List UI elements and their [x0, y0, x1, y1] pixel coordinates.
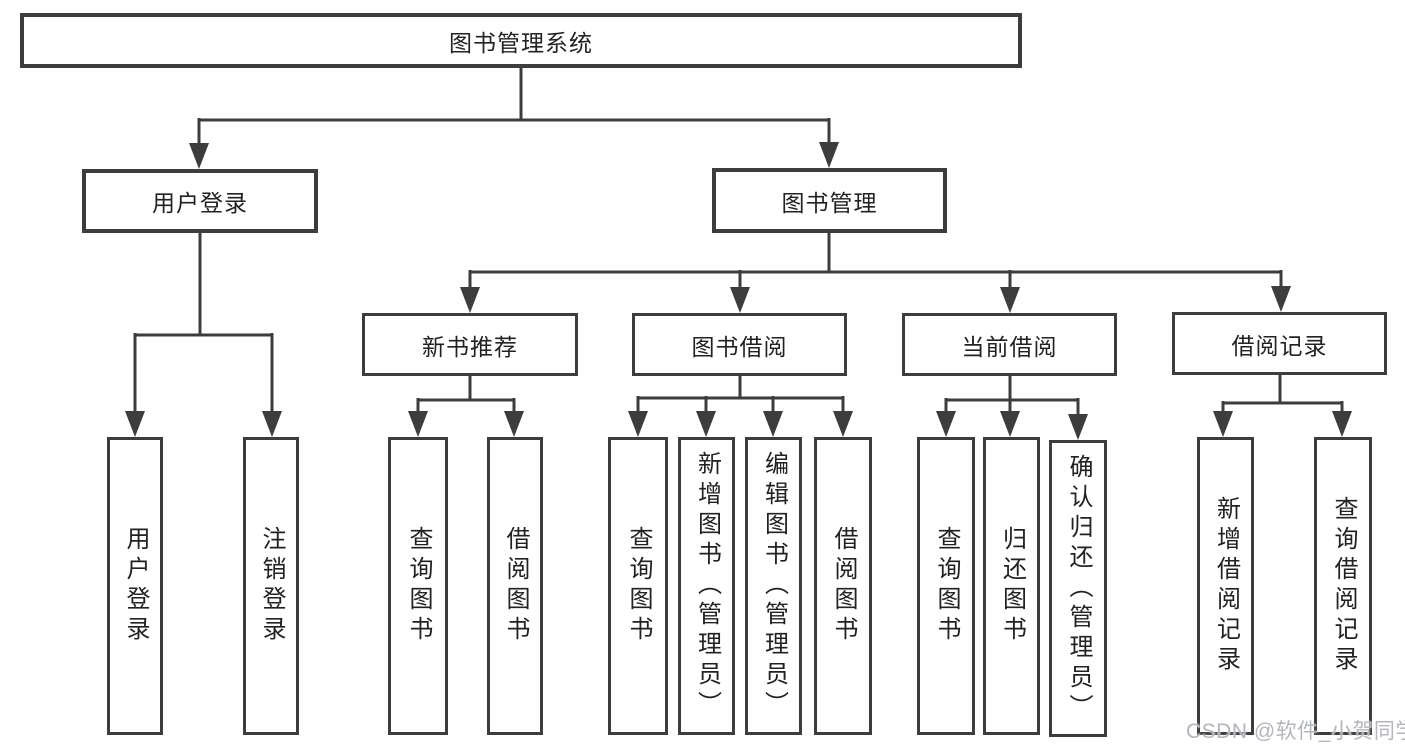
node-label: 查询图书	[405, 526, 432, 646]
node-label: 编辑图书（管理员）	[760, 451, 788, 721]
node-label: 查询图书	[625, 526, 652, 646]
node-label: 用户登录	[122, 526, 149, 646]
node-book-management: 图书管理	[712, 168, 947, 233]
node-current-borrow: 当前借阅	[902, 313, 1117, 376]
node-leaf-query-borrow-record: 查询借阅记录	[1314, 437, 1372, 735]
node-leaf-add-borrow-record: 新增借阅记录	[1197, 437, 1254, 735]
node-leaf-recommend-borrow-book: 借阅图书	[487, 437, 543, 735]
node-leaf-current-query-book: 查询图书	[917, 437, 975, 735]
node-root-system: 图书管理系统	[20, 13, 1022, 68]
node-leaf-user-login: 用户登录	[107, 437, 163, 735]
node-new-book-recommend: 新书推荐	[362, 313, 578, 376]
node-label: 新增图书（管理员）	[693, 451, 721, 721]
node-book-borrow: 图书借阅	[632, 313, 847, 376]
node-label: 借阅图书	[502, 526, 529, 646]
node-label: 归还图书	[998, 526, 1026, 646]
node-label: 注销登录	[258, 526, 285, 646]
node-leaf-return-book: 归还图书	[983, 437, 1040, 735]
node-user-login: 用户登录	[82, 169, 318, 233]
node-label: 查询借阅记录	[1330, 496, 1357, 676]
node-label: 借阅图书	[830, 526, 857, 646]
csdn-watermark: CSDN @软件_小贺同学	[1186, 720, 1405, 743]
node-leaf-borrow-query-book: 查询图书	[608, 437, 668, 735]
node-leaf-recommend-query-book: 查询图书	[388, 437, 448, 735]
node-borrow-record: 借阅记录	[1172, 312, 1387, 375]
node-leaf-logout: 注销登录	[243, 437, 299, 735]
node-label: 查询图书	[933, 526, 960, 646]
node-leaf-borrow-book: 借阅图书	[814, 437, 872, 735]
node-leaf-confirm-return-admin: 确认归还（管理员）	[1049, 440, 1107, 737]
node-leaf-add-book-admin: 新增图书（管理员）	[678, 437, 735, 735]
node-label: 新增借阅记录	[1212, 496, 1240, 676]
node-leaf-edit-book-admin: 编辑图书（管理员）	[745, 437, 802, 735]
node-label: 确认归还（管理员）	[1065, 453, 1092, 724]
